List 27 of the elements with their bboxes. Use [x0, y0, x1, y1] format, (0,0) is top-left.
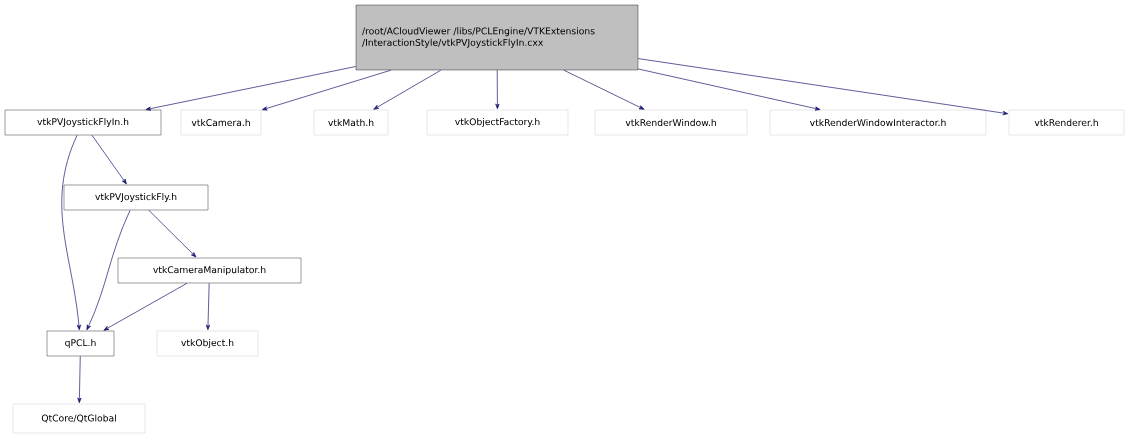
file-box: vtkObject.h: [156, 330, 259, 357]
arrow: [205, 282, 211, 331]
arrow: [637, 58, 1009, 116]
file-box: vtkCamera.h: [180, 109, 262, 136]
file-box: qPCL.h: [46, 330, 115, 357]
arrow: [103, 282, 188, 331]
file-box: vtkCameraManipulator.h: [117, 257, 302, 284]
file-box: vtkRenderWindow.h: [594, 109, 748, 136]
arrow: [495, 69, 500, 110]
file-box: vtkPVJoystickFlyIn.h: [4, 109, 162, 136]
arrow: [145, 66, 357, 111]
file-box: vtkRenderer.h: [1008, 109, 1125, 136]
file-box: vtkRenderWindowInteractor.h: [769, 109, 987, 136]
arrow: [61, 134, 81, 331]
arrow: [148, 209, 197, 258]
file-box: vtkMath.h: [313, 109, 389, 136]
file-box: /root/ACloudViewer /libs/PCLEngine/VTKExtensions /InteractionStyle/vtkPVJoystickFlyIn.cxx: [355, 4, 639, 71]
arrow: [86, 209, 131, 331]
file-box: QtCore/QtGlobal: [12, 403, 146, 434]
arrow: [261, 69, 392, 111]
arrow: [91, 134, 127, 185]
arrow: [637, 68, 821, 111]
file-box: vtkObjectFactory.h: [426, 109, 569, 136]
arrow: [373, 69, 442, 110]
arrow: [77, 355, 82, 404]
arrow: [563, 69, 645, 110]
file-box: vtkPVJoystickFly.h: [63, 184, 209, 211]
